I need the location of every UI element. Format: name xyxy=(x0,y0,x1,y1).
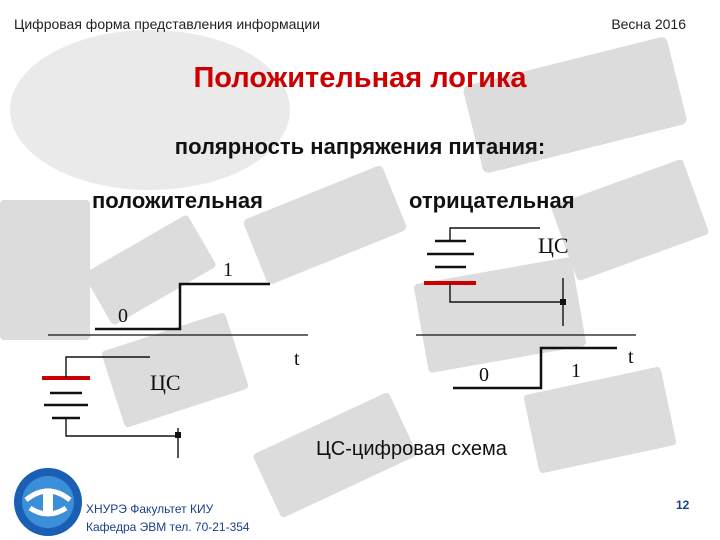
footer-department: Кафедра ЭВМ тел. 70-21-354 xyxy=(86,520,250,534)
right-waveform xyxy=(453,346,617,390)
university-logo-icon xyxy=(14,468,82,536)
left-circuit-label: ЦС xyxy=(150,370,181,395)
left-circuit-terminal xyxy=(175,432,181,438)
footer-faculty: ХНУРЭ Факультет КИУ xyxy=(86,502,214,516)
slide-subtitle: полярность напряжения питания: xyxy=(174,134,546,159)
right-circuit-label: ЦС xyxy=(538,233,569,258)
right-battery xyxy=(424,239,476,285)
header-term: Весна 2016 xyxy=(611,16,686,32)
left-battery xyxy=(42,376,90,420)
header-subject: Цифровая форма представления информации xyxy=(14,16,321,32)
right-time-label: t xyxy=(628,346,634,368)
negative-polarity-heading: отрицательная xyxy=(409,188,575,213)
right-high-label: 1 xyxy=(571,360,581,382)
left-waveform xyxy=(95,282,270,331)
left-high-label: 1 xyxy=(223,259,233,281)
slide-title: Положительная логика xyxy=(193,62,527,94)
page-number: 12 xyxy=(676,498,690,512)
positive-polarity-heading: положительная xyxy=(92,188,264,213)
left-time-label: t xyxy=(294,348,300,370)
right-circuit-terminal xyxy=(560,299,566,305)
right-low-label: 0 xyxy=(479,364,489,386)
diagram-caption: ЦС-цифровая схема xyxy=(316,438,507,460)
left-low-label: 0 xyxy=(118,305,128,327)
